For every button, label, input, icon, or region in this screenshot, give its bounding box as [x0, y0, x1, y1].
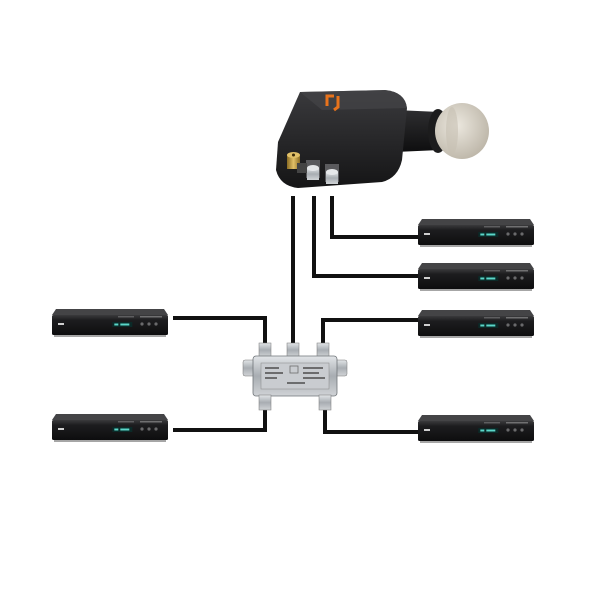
receivers — [52, 219, 534, 443]
receiver-button — [154, 427, 158, 431]
lnb-port-2 — [306, 160, 320, 180]
lnb-connectors — [287, 152, 339, 184]
receiver-right-3 — [418, 310, 534, 338]
receiver-right-2 — [418, 263, 534, 291]
receiver-brand-mark — [58, 323, 64, 325]
receiver-front — [52, 315, 168, 335]
receiver-right-4 — [418, 415, 534, 443]
receiver-button — [520, 232, 524, 236]
receiver-top — [52, 309, 168, 315]
receiver-top — [52, 414, 168, 420]
receiver-button — [140, 322, 144, 326]
receiver-button — [513, 428, 517, 432]
lnb-logo — [325, 94, 340, 112]
quad-lnb — [276, 90, 489, 188]
receiver-button — [147, 427, 151, 431]
receiver-left-2 — [52, 414, 168, 442]
cable-splitter-to-receiver-left-2 — [173, 410, 267, 432]
receiver-button — [140, 427, 144, 431]
receiver-top — [418, 310, 534, 316]
receiver-button — [513, 232, 517, 236]
cable-lnb-to-receiver-right-1 — [330, 196, 418, 239]
receiver-top — [418, 263, 534, 269]
receiver-front — [418, 225, 534, 245]
receiver-button — [154, 322, 158, 326]
receiver-top — [418, 219, 534, 225]
four-way-splitter — [242, 342, 348, 411]
cable-splitter-to-receiver-left-1 — [173, 316, 267, 343]
receiver-brand-mark — [424, 233, 430, 235]
receiver-front — [418, 421, 534, 441]
receiver-button — [506, 232, 510, 236]
cable-splitter-to-receiver-right-3 — [321, 318, 418, 343]
receiver-button — [520, 428, 524, 432]
splitter-top-ports — [258, 342, 330, 358]
receiver-button — [513, 276, 517, 280]
receiver-top — [418, 415, 534, 421]
receiver-button — [520, 323, 524, 327]
receiver-button — [506, 276, 510, 280]
receiver-front — [418, 316, 534, 336]
receiver-button — [520, 276, 524, 280]
receiver-button — [506, 428, 510, 432]
receiver-brand-mark — [424, 324, 430, 326]
lnb-arm — [395, 110, 440, 152]
receiver-button — [513, 323, 517, 327]
lnb-port-3 — [325, 164, 339, 184]
receiver-left-1 — [52, 309, 168, 337]
receiver-button — [147, 322, 151, 326]
receiver-right-1 — [418, 219, 534, 247]
receiver-brand-mark — [58, 428, 64, 430]
lnb-cap — [435, 103, 489, 159]
lnb-port-4 — [297, 163, 307, 173]
receiver-front — [418, 269, 534, 289]
lnb-port-1 — [287, 152, 300, 169]
receiver-brand-mark — [424, 429, 430, 431]
receiver-brand-mark — [424, 277, 430, 279]
splitter-bottom-ports — [258, 394, 332, 411]
cable-lnb-to-receiver-right-2 — [312, 196, 418, 278]
cables — [173, 196, 418, 434]
receiver-front — [52, 420, 168, 440]
receiver-button — [506, 323, 510, 327]
cable-splitter-to-receiver-right-4 — [323, 410, 418, 434]
